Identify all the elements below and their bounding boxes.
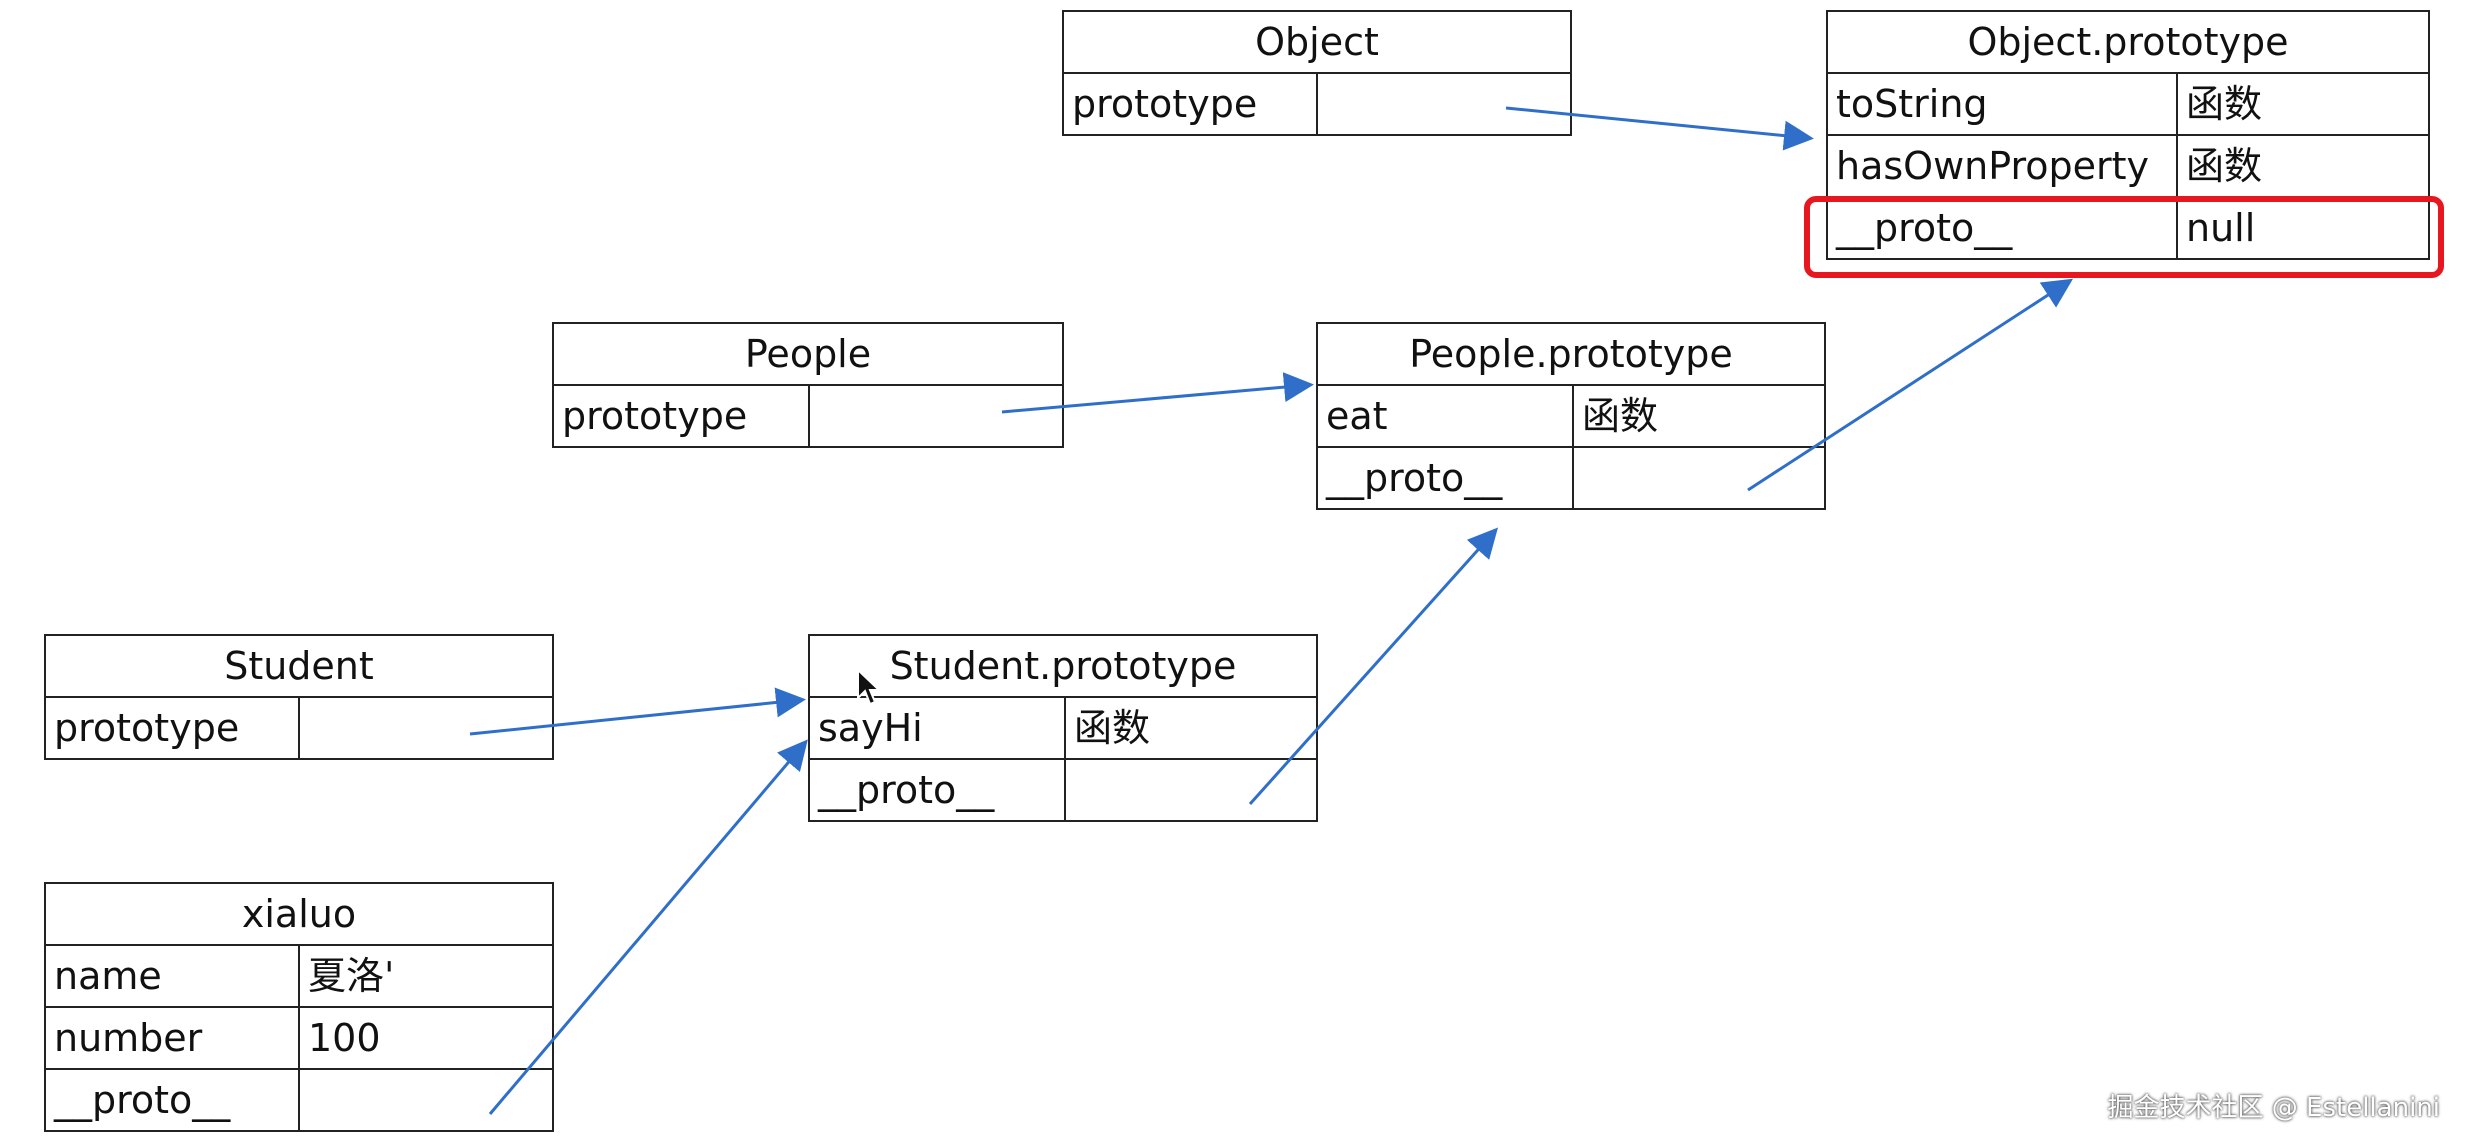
student-prototype-sayhi-key: sayHi bbox=[810, 698, 1066, 758]
object-prototype-row-proto: __proto__ null bbox=[1828, 198, 2428, 258]
people-prototype-eat-key: eat bbox=[1318, 386, 1574, 446]
object-prototype-row-hasownproperty: hasOwnProperty 函数 bbox=[1828, 136, 2428, 198]
object-prototype-hasownproperty-value: 函数 bbox=[2186, 144, 2263, 188]
student-prototype-proto-key: __proto__ bbox=[810, 760, 1066, 820]
xialuo-proto-key: __proto__ bbox=[46, 1070, 300, 1130]
object-title: Object bbox=[1064, 12, 1570, 74]
object-row-prototype: prototype bbox=[1064, 74, 1570, 134]
people-box: People prototype bbox=[552, 322, 1064, 448]
people-row-prototype: prototype bbox=[554, 386, 1062, 446]
xialuo-number-value: 100 bbox=[308, 1016, 381, 1060]
object-prototype-value bbox=[1318, 74, 1570, 134]
xialuo-proto-value bbox=[300, 1070, 552, 1130]
object-prototype-box: Object.prototype toString 函数 hasOwnPrope… bbox=[1826, 10, 2430, 260]
mouse-cursor-icon bbox=[857, 668, 882, 706]
xialuo-row-proto: __proto__ bbox=[46, 1070, 552, 1130]
xialuo-row-number: number 100 bbox=[46, 1008, 552, 1070]
student-prototype-key: prototype bbox=[46, 698, 300, 758]
people-prototype-value bbox=[810, 386, 1062, 446]
student-prototype-proto-value bbox=[1066, 760, 1316, 820]
student-box: Student prototype bbox=[44, 634, 554, 760]
student-row-prototype: prototype bbox=[46, 698, 552, 758]
xialuo-name-key: name bbox=[46, 946, 300, 1006]
student-title: Student bbox=[46, 636, 552, 698]
object-prototype-proto-value: null bbox=[2186, 206, 2256, 250]
object-prototype-tostring-key: toString bbox=[1828, 74, 2178, 134]
student-prototype-row-sayhi: sayHi 函数 bbox=[810, 698, 1316, 760]
student-prototype-value bbox=[300, 698, 552, 758]
null-proto-highlight bbox=[1804, 196, 2444, 278]
people-prototype-row-proto: __proto__ bbox=[1318, 448, 1824, 508]
object-prototype-title: Object.prototype bbox=[1828, 12, 2428, 74]
student-prototype-row-proto: __proto__ bbox=[810, 760, 1316, 820]
xialuo-row-name: name 夏洛' bbox=[46, 946, 552, 1008]
people-title: People bbox=[554, 324, 1062, 386]
object-prototype-tostring-value: 函数 bbox=[2186, 82, 2263, 126]
people-prototype-eat-value: 函数 bbox=[1582, 394, 1659, 438]
object-prototype-key: prototype bbox=[1064, 74, 1318, 134]
people-prototype-key: prototype bbox=[554, 386, 810, 446]
people-prototype-proto-key: __proto__ bbox=[1318, 448, 1574, 508]
xialuo-name-value: 夏洛' bbox=[308, 954, 395, 998]
people-prototype-row-eat: eat 函数 bbox=[1318, 386, 1824, 448]
object-box: Object prototype bbox=[1062, 10, 1572, 136]
watermark: 掘金技术社区 @ Estellanini bbox=[2107, 1093, 2440, 1123]
people-prototype-title: People.prototype bbox=[1318, 324, 1824, 386]
object-prototype-row-tostring: toString 函数 bbox=[1828, 74, 2428, 136]
people-prototype-box: People.prototype eat 函数 __proto__ bbox=[1316, 322, 1826, 510]
xialuo-number-key: number bbox=[46, 1008, 300, 1068]
student-prototype-title: Student.prototype bbox=[810, 636, 1316, 698]
student-prototype-sayhi-value: 函数 bbox=[1074, 706, 1151, 750]
people-prototype-proto-value bbox=[1574, 448, 1824, 508]
xialuo-title: xialuo bbox=[46, 884, 552, 946]
object-prototype-proto-key: __proto__ bbox=[1828, 198, 2178, 258]
object-prototype-hasownproperty-key: hasOwnProperty bbox=[1828, 136, 2178, 196]
student-prototype-box: Student.prototype sayHi 函数 __proto__ bbox=[808, 634, 1318, 822]
xialuo-box: xialuo name 夏洛' number 100 __proto__ bbox=[44, 882, 554, 1132]
